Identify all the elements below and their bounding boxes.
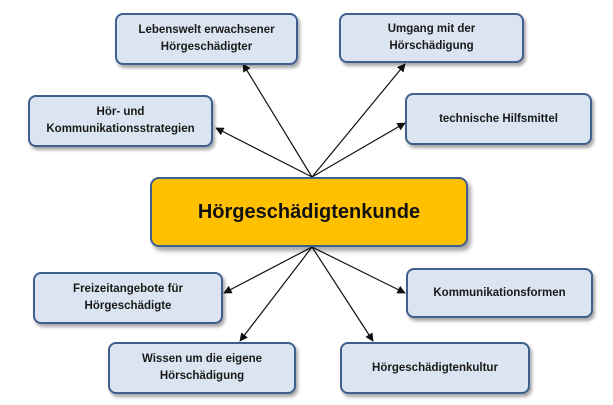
node-hilfsmittel-label: technische Hilfsmittel — [439, 112, 558, 125]
node-hilfsmittel: technische Hilfsmittel — [405, 93, 592, 145]
node-umgang-label: Umgang mit der Hörschädigung — [387, 23, 476, 52]
node-strategien-label: Hör- und Kommunikationsstrategien — [46, 106, 195, 135]
node-kultur-label: Hörgeschädigtenkultur — [372, 361, 498, 374]
node-umgang: Umgang mit der Hörschädigung — [339, 13, 524, 63]
arrow-to-kultur — [311, 246, 374, 342]
node-kommunikationsformen-label: Kommunikationsformen — [433, 286, 566, 299]
arrow-to-freizeit — [223, 246, 313, 294]
node-kommunikationsformen: Kommunikationsformen — [406, 268, 593, 318]
node-lebenswelt: Lebenswelt erwachsener Hörgeschädigter — [115, 13, 298, 65]
arrow-to-hilfsmittel — [311, 122, 406, 178]
arrow-to-umgang — [311, 63, 406, 178]
node-strategien: Hör- und Kommunikationsstrategien — [28, 95, 213, 147]
node-freizeit: Freizeitangebote für Hörgeschädigte — [33, 272, 223, 324]
center-topic: Hörgeschädigtenkunde — [150, 177, 468, 247]
arrow-to-strategien — [215, 127, 313, 178]
node-lebenswelt-label: Lebenswelt erwachsener Hörgeschädigter — [138, 24, 275, 53]
node-kultur: Hörgeschädigtenkultur — [340, 342, 530, 394]
arrow-to-kommunikationsformen — [311, 246, 406, 294]
node-wissen: Wissen um die eigene Hörschädigung — [108, 342, 296, 394]
arrow-to-lebenswelt — [242, 63, 313, 178]
arrow-to-wissen — [239, 246, 313, 342]
center-topic-label: Hörgeschädigtenkunde — [197, 200, 421, 223]
node-freizeit-label: Freizeitangebote für Hörgeschädigte — [73, 283, 183, 312]
node-wissen-label: Wissen um die eigene Hörschädigung — [141, 353, 263, 382]
